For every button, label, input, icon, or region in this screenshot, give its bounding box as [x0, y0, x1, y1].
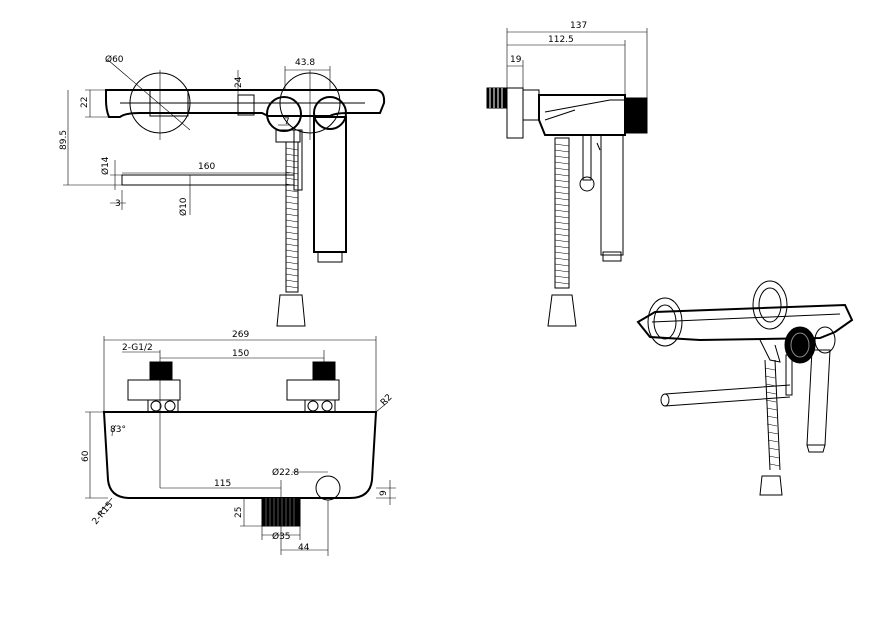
- dim-150: 150: [232, 349, 249, 359]
- isometric-view: [636, 280, 854, 496]
- dim-89-5: 89.5: [59, 130, 69, 150]
- dim-44: 44: [298, 543, 310, 553]
- dim-r2: R2: [379, 393, 395, 409]
- top-view: 269 2-G1/2 150 R2 83° 60 Ø22.8 115 9 2-R…: [81, 330, 396, 556]
- dim-22: 22: [80, 97, 90, 108]
- dim-9: 9: [379, 490, 389, 496]
- dim-3: 3: [115, 199, 121, 209]
- side-view: 137 112.5 19: [486, 21, 648, 327]
- dim-dia10: Ø10: [178, 197, 189, 216]
- dim-dia60: Ø60: [105, 54, 124, 65]
- dim-83-deg: 83°: [110, 425, 126, 435]
- dim-7: 7: [284, 117, 290, 127]
- dim-19: 19: [510, 55, 522, 65]
- dim-137: 137: [570, 21, 587, 31]
- front-view: Ø60 43.8 24 22 89.5 7 Ø14 160 3 Ø10: [59, 54, 386, 327]
- dim-2-g1-2: 2-G1/2: [122, 343, 153, 353]
- dim-25: 25: [234, 507, 244, 518]
- dim-dia35: Ø35: [272, 531, 291, 542]
- dim-160: 160: [198, 162, 215, 172]
- dim-112-5: 112.5: [548, 35, 574, 45]
- dim-43-8: 43.8: [295, 58, 315, 68]
- dim-2-r15: 2-R15: [91, 500, 116, 527]
- dim-269: 269: [232, 330, 249, 340]
- dim-dia22-8: Ø22.8: [272, 467, 299, 478]
- dim-60: 60: [81, 450, 91, 462]
- dim-dia14: Ø14: [100, 156, 111, 175]
- dim-115: 115: [214, 479, 231, 489]
- dim-24: 24: [234, 76, 244, 88]
